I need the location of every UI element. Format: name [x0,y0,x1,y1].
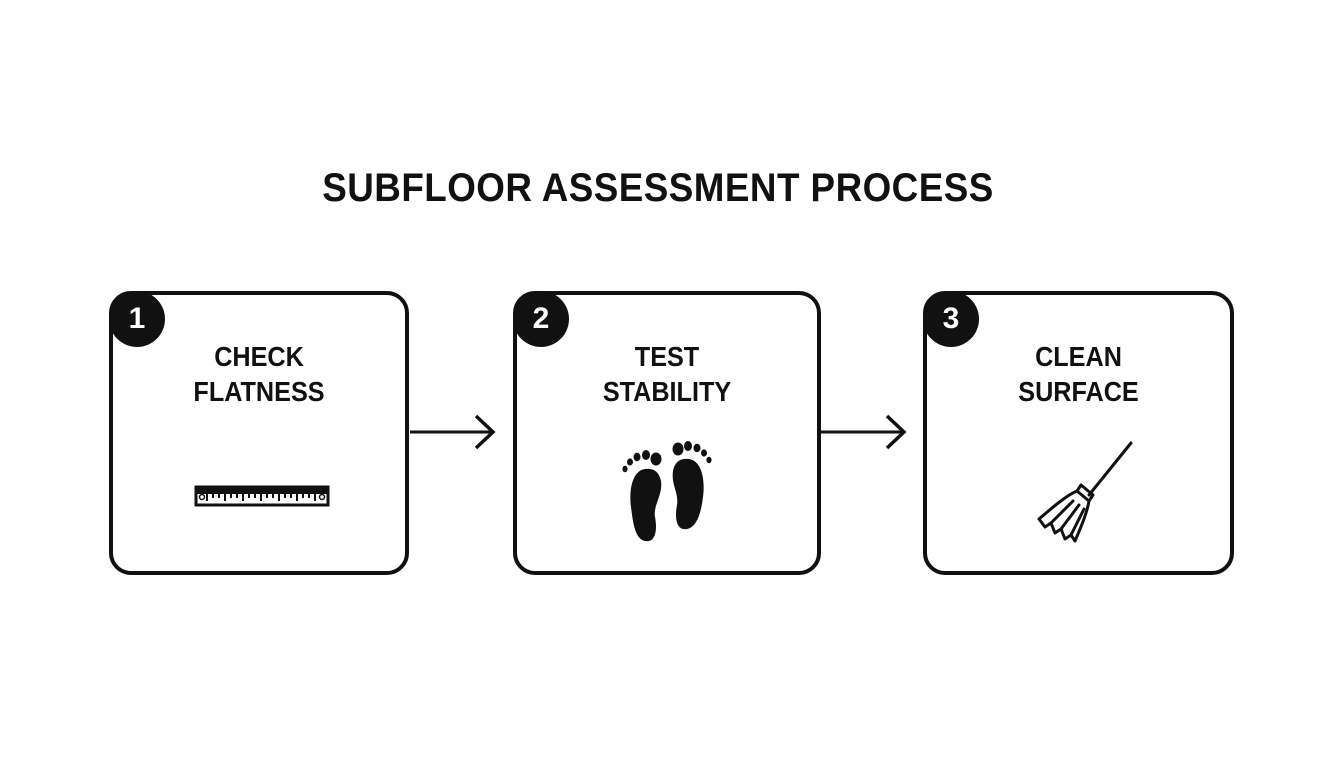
step-number-badge: 1 [109,291,165,347]
step-label-line-2: SURFACE [1018,376,1139,407]
diagram-title: SUBFLOOR ASSESSMENT PROCESS [322,166,994,210]
step-label: TEST STABILITY [532,339,802,409]
step-number-badge: 2 [513,291,569,347]
step-card-test-stability: 2 TEST STABILITY [513,291,821,575]
step-label-line-2: STABILITY [602,376,732,407]
step-number-badge: 3 [923,291,979,347]
step-label: CLEAN SURFACE [942,339,1215,409]
step-label-line-1: CHECK [214,341,304,372]
step-label-line-1: CLEAN [1035,341,1122,372]
step-label-line-1: TEST [634,341,700,372]
step-card-clean-surface: 3 CLEAN SURFACE [923,291,1234,575]
broom-icon [1037,441,1133,543]
footprints-icon [622,441,712,542]
step-label-line-2: FLATNESS [193,376,325,407]
arrow-right-icon [410,414,496,450]
arrow-right-icon [821,414,907,450]
step-label: CHECK FLATNESS [128,339,391,409]
step-card-check-flatness: 1 CHECK FLATNESS [109,291,409,575]
ruler-icon [194,485,330,507]
